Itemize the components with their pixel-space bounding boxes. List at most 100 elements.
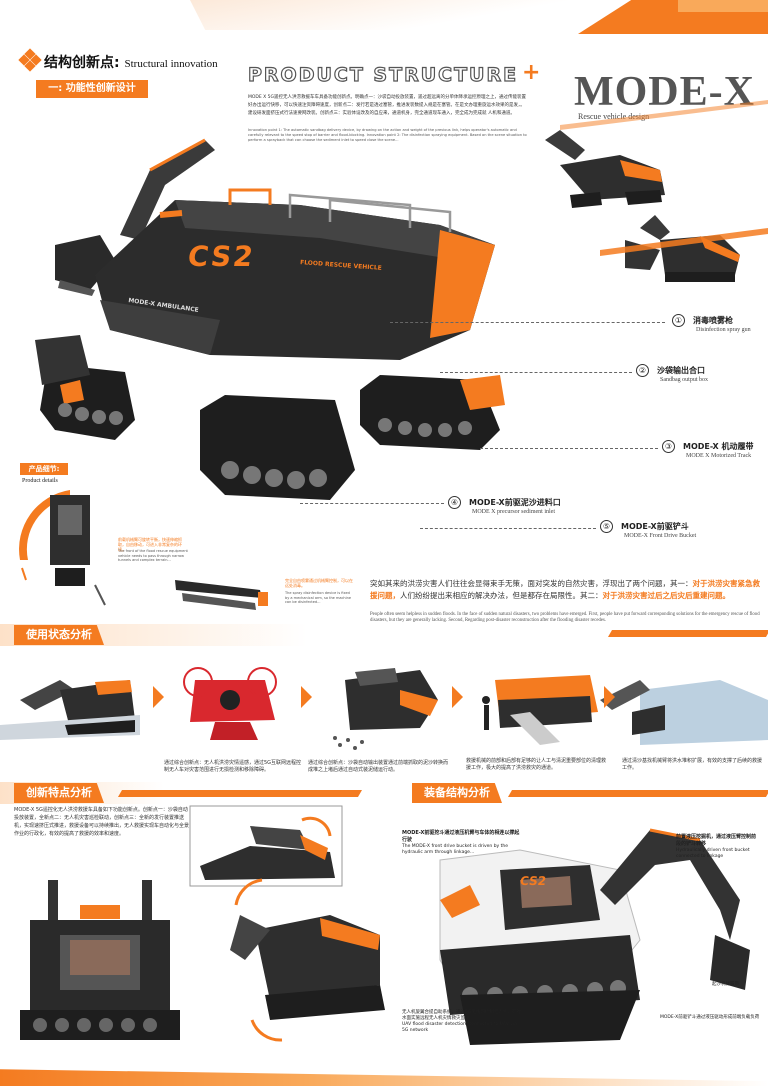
equipment-note-right-title: 前置液压挖掘机，通过液压臂控制前段的铲斗转移 [676, 834, 757, 847]
vehicle-side-label: FLOOD RESCUE VEHICLE [299, 259, 382, 272]
callout-2: ② 沙袋输出合口 Sandbag output box [636, 364, 708, 383]
callout-2-label-cn: 沙袋输出合口 [657, 366, 705, 375]
problem-statement: 突如其来的洪涝灾害人们往往会显得束手无策，面对突发的自然灾害，浮现出了两个问题，… [370, 578, 762, 602]
product-details-tag: 产品细节: [20, 463, 68, 475]
callout-4: ④ MODE-X前驱泥沙进料口 MODE X precursor sediment… [448, 496, 561, 515]
usage-arrow-3 [452, 686, 464, 708]
callout-5-label-en: MODE-X Front Drive Bucket [624, 533, 697, 539]
callout-5-number: ⑤ [600, 520, 613, 533]
intro-text-cn: MODE X 5G遥控无人洪涝救援车车具备功能创新点。明确点一：沙袋自动投放装置… [248, 95, 527, 116]
callout-line-4 [300, 503, 444, 504]
equipment-title: 装备结构分析 [412, 783, 502, 803]
equipment-badge: CS2 [519, 874, 548, 888]
equipment-note-bottom-left: 无人机旋翼合提自助系统，通过5G无线网控制无人机，可对水面实施远程无人机灾情救灾… [402, 1010, 522, 1034]
top-right-accent-light [678, 0, 768, 12]
callout-4-label-cn: MODE-X前驱泥沙进料口 [469, 498, 561, 507]
top-decor-band [190, 0, 570, 30]
plus-mark: + [522, 60, 541, 85]
spray-gun-detail [175, 580, 268, 610]
callout-1-number: ① [672, 314, 685, 327]
innovation-stripe [117, 790, 363, 797]
product-detail-note-1: 前载机械臂可旋转平衡，快速伸缩抓取，自由移动，可进入非常复杂的环境。 [118, 537, 182, 552]
equipment-stripe [507, 790, 768, 797]
product-details-en: Product details [22, 478, 58, 484]
usage-scene-3 [333, 668, 438, 750]
equipment-note-right: 前置液压挖掘机，通过液压臂控制前段的铲斗转移 Hydraulically dri… [676, 834, 760, 860]
callout-1: ① 消毒喷雾枪 Disinfection spray gun [672, 314, 751, 333]
callout-1-label-cn: 消毒喷雾枪 [693, 316, 733, 325]
intro-text-en: Innovation point 1: The automatic sandba… [248, 128, 527, 142]
diamond-cluster-icon [18, 48, 42, 72]
problem-line-2: 人们纷纷提出来相应的解决办法，但是都存在局限性。其二： [400, 591, 603, 600]
front-view-vehicle [20, 880, 180, 1040]
callout-line-1 [390, 322, 665, 323]
usage-caption-2: 通过综合创新点：沙袋自动输出装置通过前端抓取的泥沙转换而成堆之上堵后通过自动式装… [308, 760, 449, 773]
equipment-note-left: MODE-X前驱挖斗通过液压机臂与车体的相连以撑起行驶 The MODE-X f… [402, 830, 522, 856]
problem-line-1: 突如其来的洪涝灾害人们往往会显得束手无策，面对突发的自然灾害，浮现出了两个问题，… [370, 579, 693, 588]
innovation-title: 创新特点分析 [14, 783, 104, 803]
track-wheels [58, 403, 472, 489]
problem-highlight-2: 对于洪涝灾害过后之后灾后重建问题。 [602, 591, 731, 600]
usage-caption-4: 通过清沙基找机械臂将洪水堆积扩展，有效的支撑了后续的救援工作。 [622, 758, 763, 771]
callout-3-label-en: MODE X Motorized Track [686, 453, 752, 459]
product-structure-title: PRODUCT STRUCTURE [247, 63, 519, 86]
callout-3-number: ③ [662, 440, 675, 453]
callout-line-3 [480, 448, 658, 449]
callout-line-5 [420, 528, 596, 529]
callout-3-label-cn: MODE-X 机动履带 [683, 442, 754, 451]
callout-line-2 [440, 372, 632, 373]
usage-band [0, 624, 768, 646]
product-detail-note-2: 完全自由喷雾通过机械臂控制，可以在远处消毒。 [285, 578, 353, 588]
equipment-note-left-body: The MODE-X front drive bucket is driven … [402, 844, 509, 855]
excavator-rotation-view [230, 878, 385, 1042]
vehicle-body [95, 188, 495, 360]
vehicle-body-label: MODE-X AMBULANCE [127, 297, 200, 314]
sub-tag-functional: 一: 功能性创新设计 [36, 80, 148, 98]
usage-scene-2-drone [183, 667, 277, 740]
equipment-note-track: 起沙机械履带 [712, 982, 739, 987]
section-heading-en: Structural innovation [124, 58, 218, 70]
callout-1-label-en: Disinfection spray gun [696, 327, 751, 333]
colon: : [114, 55, 120, 71]
usage-stripe [607, 630, 768, 637]
equipment-note-bottom-right: MODE-X前驱铲斗通过液压驱动形成前端负载负荷 [660, 1015, 760, 1020]
callout-5-label-cn: MODE-X前驱铲斗 [621, 522, 689, 531]
brand-subtitle: Rescue vehicle design [578, 112, 650, 121]
usage-scene-4 [482, 675, 598, 745]
usage-arrow-4 [604, 686, 616, 708]
callout-3: ③ MODE-X 机动履带 MODE X Motorized Track [662, 440, 754, 459]
usage-scene-1 [0, 680, 140, 740]
usage-arrow-1 [153, 686, 165, 708]
problem-statement-en: People often seem helpless in sudden flo… [370, 612, 760, 623]
closeup-frame [189, 805, 343, 887]
usage-arrow-2 [301, 686, 313, 708]
front-bucket [35, 335, 90, 385]
usage-title: 使用状态分析 [14, 625, 104, 645]
usage-scene-5 [600, 680, 768, 745]
callout-2-number: ② [636, 364, 649, 377]
problem-highlight-1: 对于洪涝灾害紧急救援问题， [370, 579, 760, 600]
section-heading: 结构创新点: Structural innovation [44, 52, 218, 72]
product-detail-note-2-en: The spray disinfection device is fixed b… [285, 591, 351, 604]
section-heading-cn: 结构创新点 [44, 55, 114, 71]
callout-4-label-en: MODE X precursor sediment inlet [472, 509, 555, 515]
vehicle-tracks [40, 365, 505, 500]
equipment-note-left-title: MODE-X前驱挖斗通过液压机臂与车体的相连以撑起行驶 [402, 830, 520, 843]
equipment-note-right-body: Hydraulically driven front bucket connec… [676, 848, 750, 859]
callout-2-label-en: Sandbag output box [660, 377, 708, 383]
product-detail-note-1-en: The front of the flood rescue equipment … [118, 549, 188, 562]
brand-title: MODE-X [574, 69, 755, 115]
bottom-accent-band [0, 1069, 768, 1086]
callout-4-number: ④ [448, 496, 461, 509]
equipment-note-bottom-left-cn: 无人机旋翼合提自助系统，通过5G无线网控制无人机，可对水面实施远程无人机灾情救灾… [402, 1010, 521, 1021]
vehicle-badge: CS2 [185, 240, 258, 273]
usage-caption-1: 通过综合创新点：无人机洪涝灾情遥感，通过5G互联网远程控制无人车对灾害范围进行无… [164, 760, 302, 773]
innovation-text: MODE-X 5G遥控化无人洪涝救援车具备如下功能创新点。创新点一：沙袋自动投放… [14, 807, 190, 837]
usage-caption-3: 救援机械的前部和后部有足够的让人工与清泥重要部位的清理救援工作，极大的提高了洪涝… [466, 758, 607, 771]
callout-5: ⑤ MODE-X前驱铲斗 MODE-X Front Drive Bucket [600, 520, 696, 539]
